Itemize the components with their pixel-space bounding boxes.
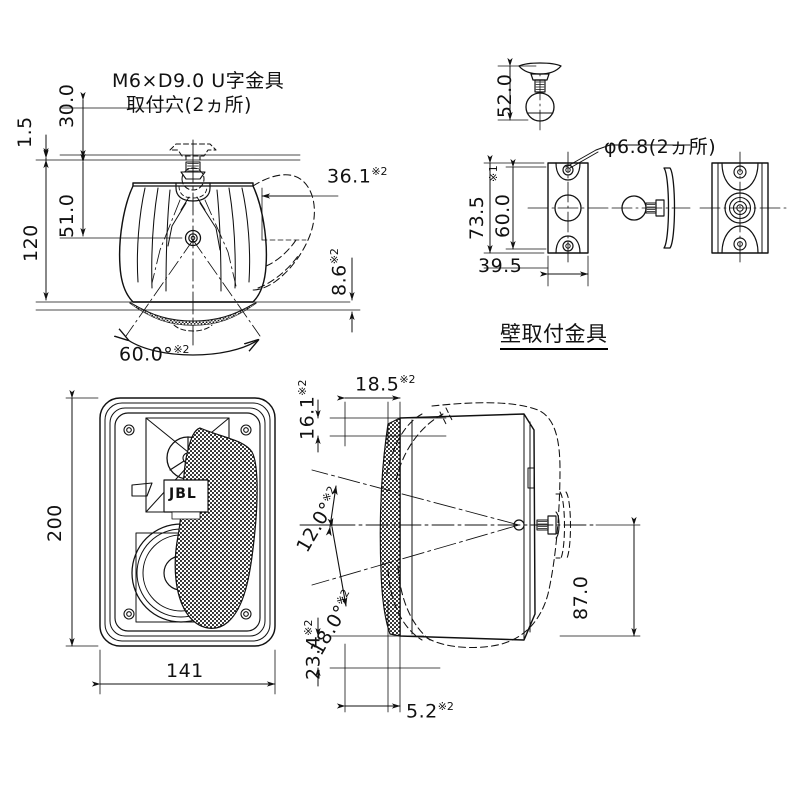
dim-60-0: 60.0 — [492, 193, 514, 238]
mark-1: ※1 — [487, 164, 500, 182]
dim-5-2: 5.2※2 — [406, 700, 454, 723]
hole-note: φ6.8(2ヵ所) — [604, 136, 717, 158]
angle-60-0: 60.0°※2 — [119, 343, 190, 366]
wall-bracket-geometry — [483, 57, 791, 287]
dim-200: 200 — [44, 504, 66, 542]
top-view-geometry — [35, 91, 361, 356]
dim-51-0: 51.0 — [56, 193, 78, 238]
u-bracket-note: M6×D9.0 U字金具 取付穴(2ヵ所) — [112, 70, 285, 116]
dim-16-1: 16.1※2 — [296, 379, 319, 440]
side-view-geometry — [299, 395, 641, 713]
dim-23-4: 23.4※2 — [302, 619, 325, 680]
dim-87-0: 87.0 — [570, 575, 592, 620]
dim-73-5: 73.5 — [466, 195, 488, 240]
bracket-title: 壁取付金具 — [500, 318, 608, 350]
dim-18-5: 18.5※2 — [355, 373, 416, 396]
dim-1-5: 1.5 — [14, 116, 36, 148]
dim-39-5: 39.5 — [478, 255, 523, 277]
dim-120: 120 — [20, 224, 42, 262]
dim-52-0: 52.0 — [494, 73, 516, 118]
front-view-geometry — [65, 389, 276, 695]
dim-8-6: 8.6※2 — [328, 248, 351, 296]
dim-36-1: 36.1※2 — [327, 165, 388, 188]
dim-141: 141 — [166, 660, 204, 682]
jbl-badge-label: JBL — [169, 486, 197, 502]
dim-30-0: 30.0 — [56, 83, 78, 128]
